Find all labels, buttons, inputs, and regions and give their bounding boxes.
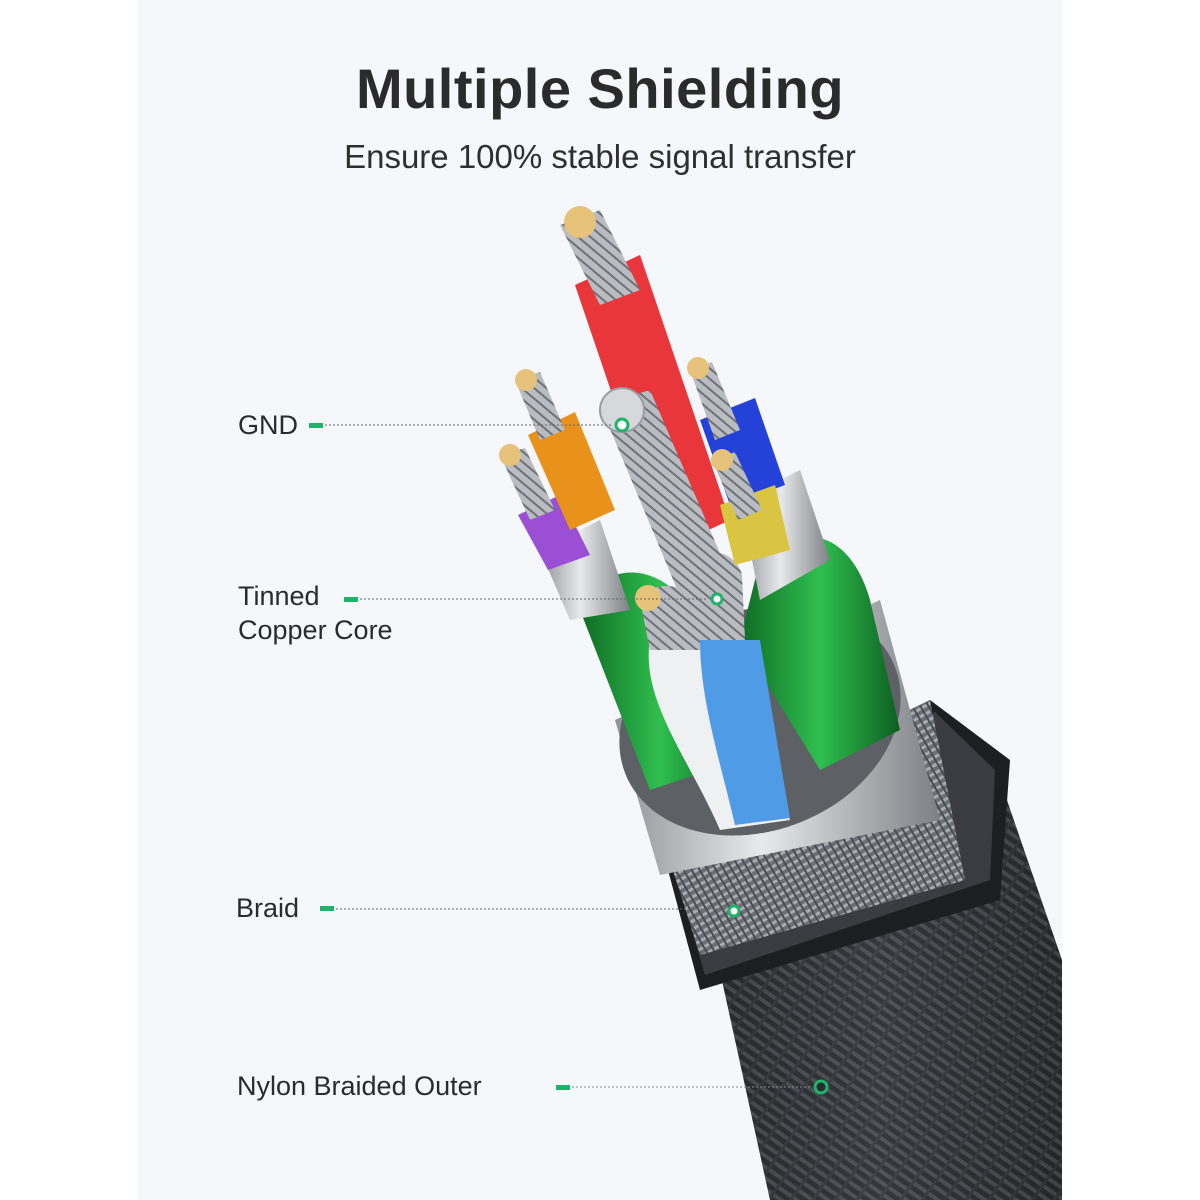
purple-wire (499, 444, 590, 570)
leader-outer (556, 1079, 829, 1095)
drain-wire (599, 387, 740, 620)
callout-nylon-braided-outer: Nylon Braided Outer (237, 1069, 482, 1103)
callout-gnd-text: GND (238, 410, 298, 440)
callout-braid-text: Braid (236, 893, 300, 923)
leader-core (344, 592, 724, 606)
page-subtitle: Ensure 100% stable signal transfer (344, 138, 856, 175)
yellow-wire (711, 449, 790, 565)
callout-core-line-2: Copper Core (238, 615, 393, 645)
page-title: Multiple Shielding (355, 57, 845, 120)
leader-braid (320, 904, 741, 918)
callout-outer-text: Nylon Braided Outer (237, 1071, 482, 1101)
callout-tinned-copper-core: Tinned Copper Core (238, 579, 393, 647)
leader-gnd (309, 417, 630, 433)
callout-braid: Braid (236, 891, 299, 925)
callout-core-line-1: Tinned (238, 581, 320, 611)
callout-gnd: GND (238, 408, 298, 442)
orange-wire (515, 369, 615, 530)
